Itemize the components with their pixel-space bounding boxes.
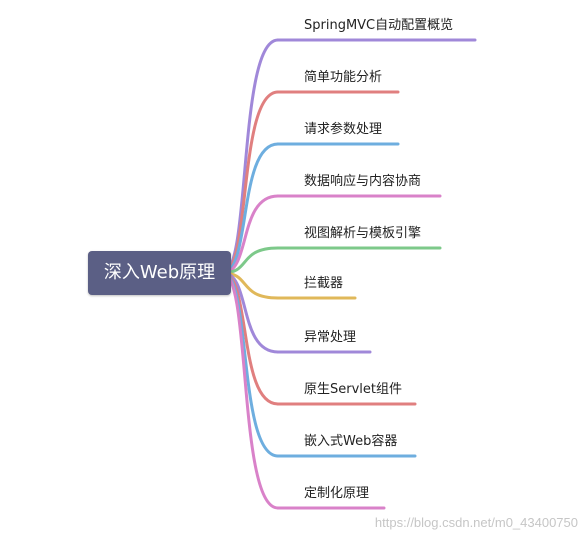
branch-node-7[interactable]: 异常处理: [304, 330, 357, 345]
root-node[interactable]: 深入Web原理: [88, 251, 231, 295]
branch-node-3[interactable]: 请求参数处理: [304, 122, 383, 137]
watermark: https://blog.csdn.net/m0_43400750: [374, 515, 578, 530]
branch-curve-3: [221, 142, 280, 275]
branch-node-10[interactable]: 定制化原理: [304, 486, 370, 501]
branch-node-6[interactable]: 拦截器: [304, 276, 344, 291]
branch-node-2[interactable]: 简单功能分析: [304, 70, 383, 85]
branch-node-1[interactable]: SpringMVC自动配置概览: [304, 18, 454, 33]
branch-curve-8: [221, 271, 280, 406]
branch-curve-10: [221, 271, 280, 510]
branch-node-8[interactable]: 原生Servlet组件: [304, 382, 402, 397]
branch-curve-4: [221, 194, 280, 275]
branch-node-5[interactable]: 视图解析与模板引擎: [304, 226, 422, 241]
branch-node-4[interactable]: 数据响应与内容协商: [304, 174, 422, 189]
branch-node-9[interactable]: 嵌入式Web容器: [304, 434, 398, 449]
